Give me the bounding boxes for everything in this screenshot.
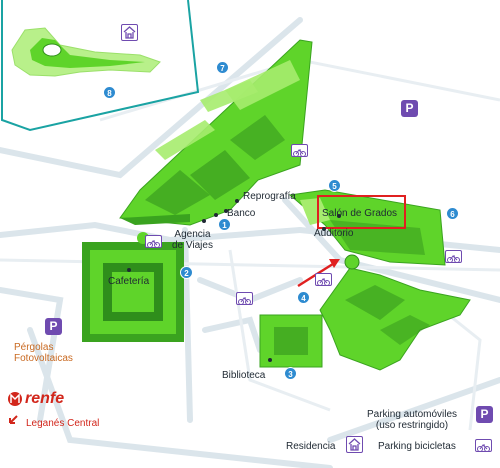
label-cafeteria: Cafetería (108, 276, 150, 287)
label-salon: Salón de Grados (322, 208, 398, 219)
renfe-logo-mark (8, 392, 22, 406)
label-auditorio: Auditorio (314, 228, 354, 239)
parking-icon[interactable]: P (401, 100, 418, 117)
bicycle-parking-icon[interactable] (145, 235, 162, 248)
bicycle-parking-icon[interactable] (315, 273, 332, 286)
building-number-1[interactable]: 1 (218, 218, 231, 231)
legend-bicycle-icon (475, 439, 492, 452)
station-arrow-icon (9, 415, 18, 424)
building-number-6[interactable]: 6 (446, 207, 459, 220)
legend-residence-label: Residencia (286, 441, 336, 452)
bicycle-parking-icon[interactable] (291, 144, 308, 157)
main-building-complex (119, 39, 313, 226)
parking-icon[interactable]: P (45, 318, 62, 335)
building-number-8[interactable]: 8 (103, 86, 116, 99)
label-agencia: Agencia de Viajes (172, 229, 213, 251)
bicycle-parking-icon[interactable] (445, 250, 462, 263)
building-number-3[interactable]: 3 (284, 367, 297, 380)
label-banco: Banco (227, 208, 256, 219)
legend-residence-icon (346, 436, 363, 453)
bicycle-parking-icon[interactable] (236, 292, 253, 305)
building-number-7[interactable]: 7 (216, 61, 229, 74)
residence-boundary (1, 0, 200, 132)
legend-parking-label: Parking automóviles (uso restringido) (367, 409, 458, 431)
salon-highlight-box (317, 195, 406, 229)
legend-bicycle-label: Parking bicicletas (378, 441, 456, 452)
station-label: Leganés Central (26, 418, 100, 429)
legend-parking-icon: P (476, 406, 493, 423)
library-complex (259, 254, 471, 371)
building-number-2[interactable]: 2 (180, 266, 193, 279)
residence-icon[interactable] (121, 24, 138, 41)
building-dots (127, 199, 341, 362)
label-reprografia: Reprografía (243, 191, 296, 202)
label-biblioteca: Biblioteca (222, 370, 266, 381)
residence-building (11, 27, 161, 77)
label-pergolas: Pérgolas Fotovoltaicas (14, 342, 73, 364)
renfe-logo-text: renfe (25, 390, 65, 407)
building-number-5[interactable]: 5 (328, 179, 341, 192)
building-number-4[interactable]: 4 (297, 291, 310, 304)
cafeteria-building (82, 242, 184, 342)
